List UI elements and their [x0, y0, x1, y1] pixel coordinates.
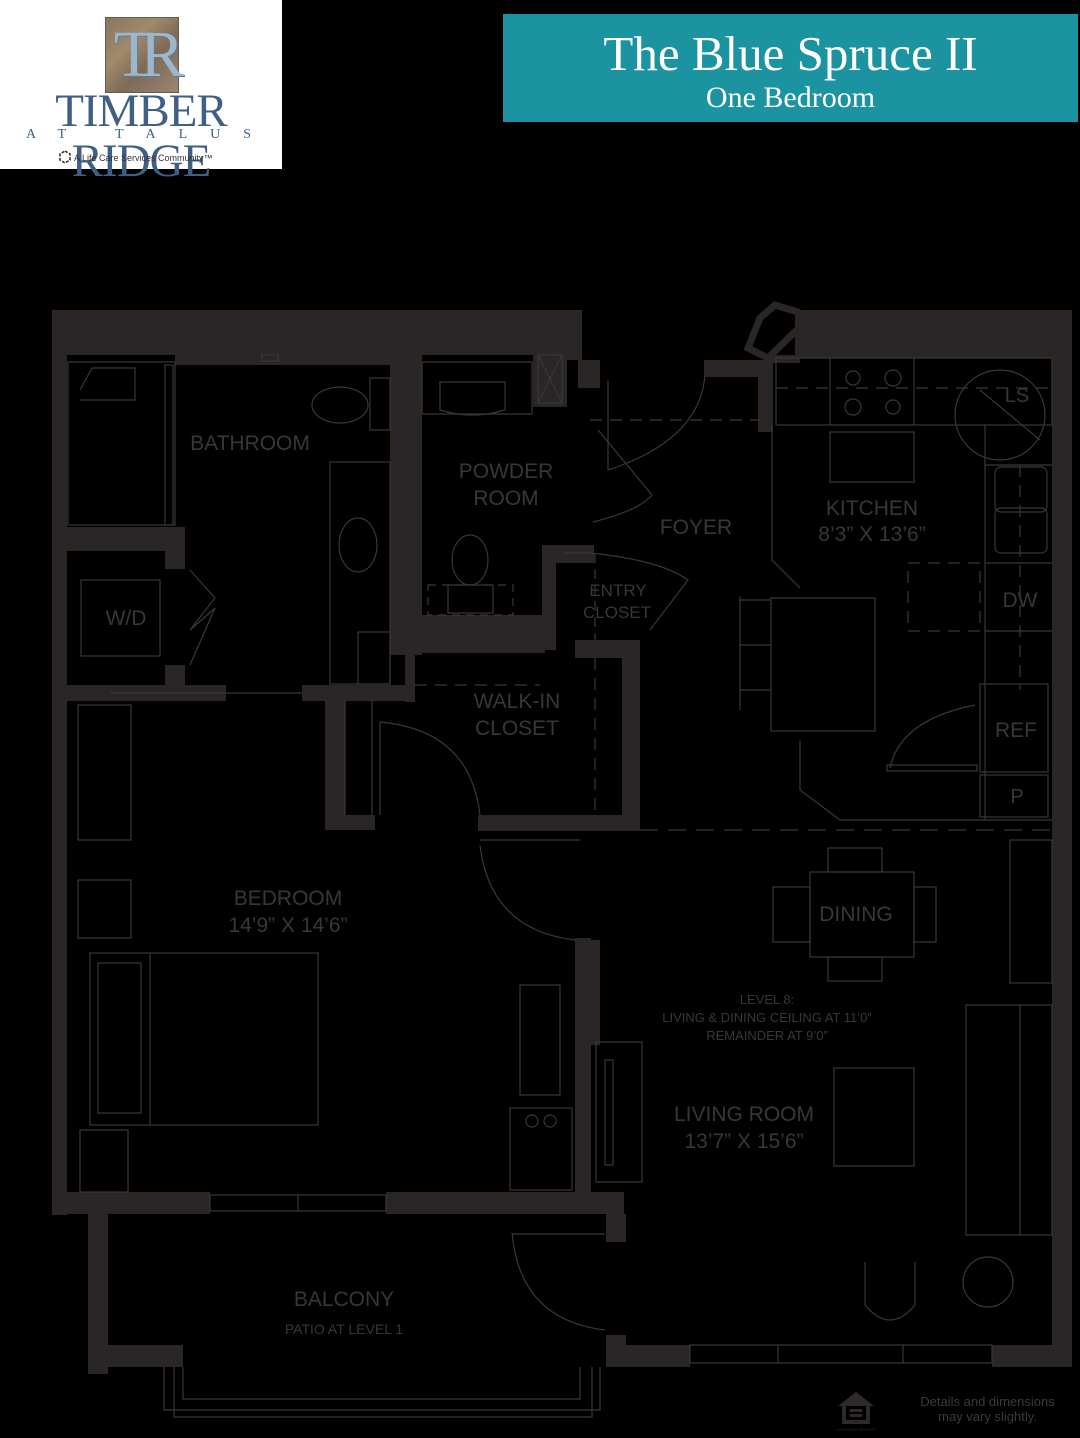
disclaimer-line1: Details and dimensions: [920, 1394, 1055, 1409]
fixtures: [67, 354, 1053, 1418]
plan-subtitle: One Bedroom: [705, 81, 876, 114]
svg-text:EQUAL HOUSING OPPORTUNITY: EQUAL HOUSING OPPORTUNITY: [836, 1427, 876, 1432]
balcony-note: PATIO AT LEVEL 1: [285, 1321, 403, 1337]
label-ref: REF: [995, 719, 1037, 742]
room-labels: BATHROOM POWDER ROOM FOYER KITCHEN 8’3” …: [106, 385, 1038, 1337]
label-dw: DW: [1003, 589, 1038, 612]
room-dims-living-room: 13’7” X 15’6”: [684, 1130, 803, 1153]
ceiling-note-line3: REMAINDER AT 9’0”: [706, 1028, 828, 1043]
monogram-icon: TR: [105, 17, 184, 93]
ceiling-note-line1: LEVEL 8:: [740, 992, 794, 1007]
room-label-kitchen: KITCHEN: [826, 497, 918, 520]
room-label-bedroom: BEDROOM: [234, 887, 343, 910]
label-ls: LS: [1005, 385, 1029, 407]
room-label-foyer: FOYER: [660, 516, 732, 539]
logo-name: TIMBER RIDGE: [55, 85, 228, 187]
room-label-wd: W/D: [106, 607, 147, 630]
equal-housing-opportunity-icon: EQUAL HOUSING OPPORTUNITY: [836, 1392, 876, 1432]
room-label-living-room: LIVING ROOM: [674, 1103, 814, 1126]
disclaimer-note: Details and dimensions may vary slightly…: [905, 1394, 1070, 1424]
logo-subname: AT TALUS: [25, 127, 275, 142]
room-label-entry-closet-2: CLOSET: [583, 603, 651, 622]
disclaimer-line2: may vary slightly.: [938, 1409, 1037, 1424]
room-label-bathroom: BATHROOM: [190, 432, 310, 455]
plan-title-banner: The Blue Spruce II One Bedroom: [503, 14, 1078, 122]
walls: [52, 301, 1072, 1374]
logo-tagline: A Life Care Services Community™: [58, 150, 213, 164]
room-label-powder-room-1: POWDER: [459, 460, 554, 483]
room-label-balcony: BALCONY: [294, 1288, 394, 1311]
room-label-dining: DINING: [819, 903, 893, 926]
room-label-walkin-closet-2: CLOSET: [475, 717, 559, 740]
plan-title: The Blue Spruce II: [603, 26, 978, 81]
room-dims-bedroom: 14’9” X 14’6”: [228, 914, 347, 937]
room-label-entry-closet-1: ENTRY: [589, 581, 646, 600]
lcs-logo-icon: [59, 150, 71, 164]
community-logo: TR TIMBER RIDGE AT TALUS A Life Care Ser…: [0, 0, 282, 186]
room-label-walkin-closet-1: WALK-IN: [474, 690, 561, 713]
label-pantry: P: [1010, 786, 1023, 808]
room-dims-kitchen: 8’3” X 13’6”: [818, 523, 925, 546]
ceiling-note-line2: LIVING & DINING CEILING AT 11’0”: [662, 1010, 872, 1025]
room-label-powder-room-2: ROOM: [473, 487, 538, 510]
